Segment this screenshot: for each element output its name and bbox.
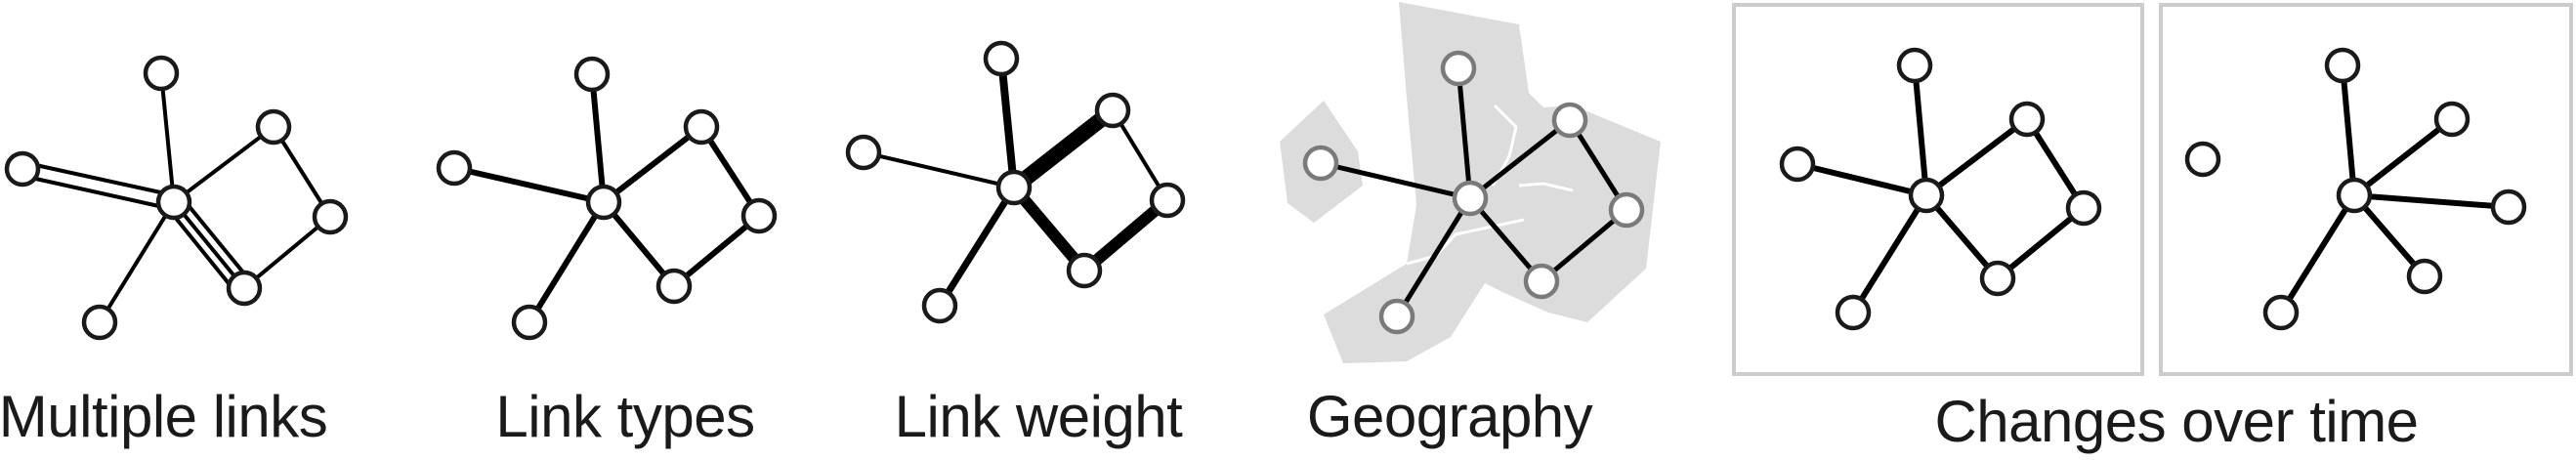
node: [1979, 260, 2016, 297]
node: [2324, 47, 2361, 84]
edge: [1467, 117, 1573, 201]
edge: [1318, 160, 1473, 201]
edge-weight: [936, 184, 1018, 310]
node: [255, 108, 292, 146]
node: [1551, 102, 1588, 139]
node: [1835, 294, 1872, 331]
node: [511, 304, 548, 341]
node: [573, 56, 611, 93]
node: [1440, 50, 1477, 87]
time-frame-after: [2159, 3, 2573, 376]
edge: [1923, 116, 2030, 198]
node: [1149, 182, 1186, 219]
panel-geography: [1280, 2, 1661, 363]
node: [2008, 101, 2046, 138]
node: [2262, 294, 2300, 331]
node: [2406, 258, 2443, 295]
hub-node: [1452, 180, 1489, 217]
edge-blue: [589, 71, 607, 205]
map-border: [1518, 182, 1574, 192]
node: [1094, 92, 1131, 129]
caption-changes-over-time: Changes over time: [1934, 389, 2419, 454]
edge: [2351, 116, 2455, 198]
edge-blue: [601, 199, 677, 289]
edge: [1795, 161, 1929, 198]
network-snapshot-1: [1779, 47, 2102, 331]
caption-geography: Geography: [1306, 384, 1593, 449]
node: [1378, 298, 1415, 335]
edge: [1923, 192, 2001, 281]
hub-node: [2336, 177, 2373, 214]
isolated-node: [2184, 141, 2221, 178]
node: [983, 40, 1020, 77]
edge-weight: [997, 55, 1018, 191]
node: [2065, 189, 2102, 227]
edge-weight: [1008, 182, 1090, 276]
hub-node: [1908, 177, 1945, 214]
panel-multiple-links: [4, 55, 349, 341]
multi-link-line: [164, 204, 238, 295]
edge-red: [671, 213, 762, 289]
panel-changes-over-time: [1732, 3, 2573, 376]
multi-link-line: [172, 200, 246, 290]
node: [683, 108, 720, 146]
map-border: [1406, 218, 1525, 266]
node: [740, 197, 778, 234]
caption-link-weight: Link weight: [894, 384, 1183, 449]
edge: [1394, 195, 1473, 319]
edge: [1912, 63, 1929, 198]
caption-link-types: Link types: [495, 384, 755, 449]
edge: [1850, 192, 1929, 315]
edge-weight: [1078, 194, 1173, 276]
edge-red: [601, 124, 704, 205]
node: [655, 268, 693, 305]
node: [1523, 263, 1560, 300]
caption-multiple-links: Multiple links: [0, 384, 328, 449]
edge: [1467, 195, 1544, 284]
edge: [1995, 205, 2087, 281]
node: [1779, 146, 1816, 183]
edge-weight: [1006, 103, 1120, 195]
edge: [98, 200, 176, 324]
node: [2433, 101, 2470, 138]
hub-node: [995, 169, 1033, 206]
panel-link-types: [436, 56, 778, 341]
node: [921, 287, 958, 324]
node: [4, 150, 41, 188]
edge: [172, 125, 275, 204]
multi-link-line: [21, 174, 174, 211]
edge: [2351, 192, 2428, 279]
panel-link-weight: [845, 40, 1186, 324]
node: [81, 304, 118, 341]
node: [2490, 188, 2527, 226]
edge: [159, 71, 176, 204]
node: [845, 134, 882, 171]
node: [143, 55, 180, 92]
edge: [242, 215, 332, 290]
edge-orange: [451, 165, 607, 205]
edge: [2340, 63, 2357, 198]
edge: [1456, 65, 1473, 201]
multi-link-line: [21, 160, 176, 197]
edge: [1539, 207, 1629, 284]
node: [1608, 191, 1645, 229]
map-border: [1491, 104, 1518, 187]
node: [1896, 47, 1933, 84]
edge-weight: [862, 150, 1016, 189]
edge: [2278, 192, 2357, 315]
node: [1302, 145, 1339, 182]
hub-node: [155, 184, 192, 221]
node: [1066, 252, 1103, 289]
time-frame-before: [1732, 3, 2144, 376]
node: [312, 198, 349, 235]
multi-link-line: [180, 195, 254, 285]
node: [226, 270, 263, 307]
hub-node: [585, 184, 622, 221]
node: [436, 149, 473, 187]
network-snapshot-2: [2184, 47, 2527, 331]
edge-blue: [527, 199, 607, 325]
edge: [2351, 192, 2512, 210]
